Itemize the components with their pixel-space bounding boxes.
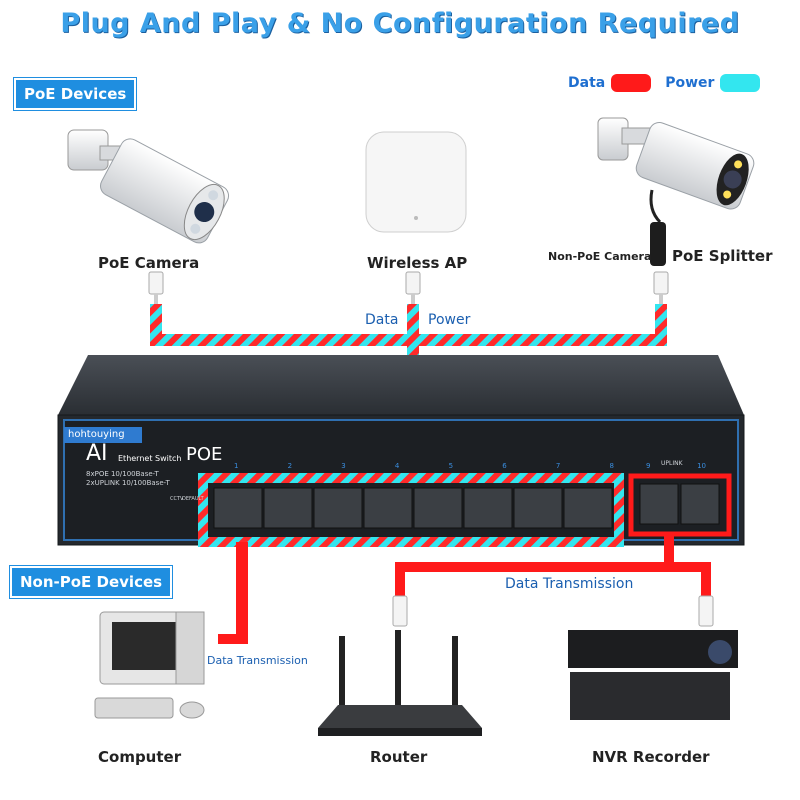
non-poe-camera-icon [597, 117, 755, 224]
legend-power-label: Power [665, 75, 715, 91]
data-cable-computer [218, 542, 248, 644]
switch-spec-2: 2xUPLINK 10/100Base-T [86, 479, 170, 487]
switch-poe: POE [186, 444, 223, 465]
port-number: 6 [502, 462, 507, 470]
rj45-plug-splitter [653, 271, 669, 306]
computer-icon [94, 611, 205, 719]
poe-devices-tag: PoE Devices [14, 78, 137, 110]
legend-data-swatch [611, 74, 652, 92]
poe-splitter-label: PoE Splitter [672, 247, 773, 265]
router-icon [318, 630, 482, 736]
port-number: 8 [609, 462, 614, 470]
wireless-ap-icon [365, 131, 467, 233]
uplink-number-row: 9 10 [646, 462, 706, 470]
switch-uplink-label: UPLINK [661, 460, 683, 467]
rj45-plug-ap [405, 271, 421, 306]
port-number-row: 1 2 3 4 5 6 7 8 [234, 462, 614, 470]
top-power-label: Power [428, 312, 471, 328]
nvr-data-label: Data Transmission [505, 576, 634, 592]
data-cable-uplink [395, 534, 711, 598]
legend-power-swatch [720, 74, 761, 92]
wireless-ap-label: Wireless AP [367, 254, 468, 272]
computer-label: Computer [98, 748, 182, 766]
port-number: 1 [234, 462, 239, 470]
uplink-ports [628, 473, 732, 537]
port-number: 4 [394, 462, 400, 470]
switch-brand: hohtouying [68, 429, 125, 440]
legend-data-label: Data [568, 75, 606, 91]
port-number: 2 [287, 462, 293, 470]
poe-camera-icon [67, 129, 230, 244]
uplink-number: 10 [697, 462, 706, 470]
switch-subtitle: Ethernet Switch [118, 454, 182, 463]
rj45-plug-nvr [698, 595, 714, 627]
switch-spec-1: 8xPOE 10/100Base-T [86, 470, 159, 478]
poe-ports [198, 473, 624, 547]
poe-camera-label: PoE Camera [98, 254, 200, 272]
non-poe-devices-tag: Non-PoE Devices [10, 566, 173, 598]
computer-data-label: Data Transmission [207, 654, 308, 667]
port-number: 3 [341, 462, 346, 470]
nvr-icon [568, 630, 738, 720]
port-number: 7 [555, 462, 561, 470]
uplink-number: 9 [646, 462, 651, 470]
rj45-plug-camera [148, 271, 164, 306]
page-title: Plug And Play & No Configuration Require… [60, 8, 740, 39]
switch-cctv-label: CCTV [170, 496, 184, 502]
switch-default-label: DEFAULT [182, 496, 204, 502]
top-data-label: Data [365, 312, 399, 328]
non-poe-camera-label: Non-PoE Camera [548, 250, 652, 263]
router-label: Router [370, 748, 428, 766]
nvr-label: NVR Recorder [592, 748, 710, 766]
port-number: 5 [448, 462, 454, 470]
legend: Data Power [568, 74, 761, 92]
switch-model: AI [86, 441, 108, 466]
poe-splitter-icon [650, 222, 666, 266]
rj45-plug-router [392, 595, 408, 627]
